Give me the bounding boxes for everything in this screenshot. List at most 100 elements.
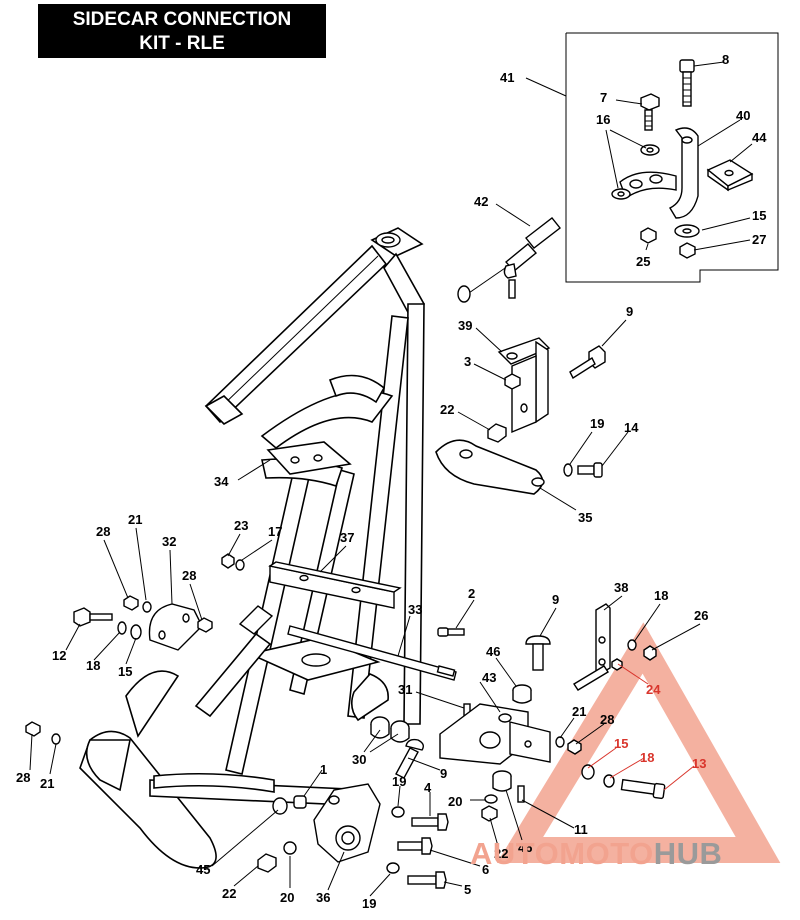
callout-26: 26 bbox=[694, 608, 708, 623]
nut-28-left bbox=[123, 595, 139, 611]
callout-21-left: 21 bbox=[128, 512, 142, 527]
callout-15-right: 15 bbox=[614, 736, 628, 751]
callout-31: 31 bbox=[398, 682, 412, 697]
washer-15-right bbox=[581, 764, 595, 780]
callout-4: 4 bbox=[424, 780, 432, 795]
washer-19-upper bbox=[563, 463, 573, 477]
callout-28-far-left: 28 bbox=[16, 770, 30, 785]
diagram-title: SIDECAR CONNECTION KIT - RLE bbox=[38, 4, 326, 58]
callout-6: 6 bbox=[482, 862, 489, 877]
leader-lines bbox=[29, 61, 753, 897]
callout-11: 11 bbox=[574, 822, 588, 837]
callout-28-right: 28 bbox=[600, 712, 614, 727]
callout-32: 32 bbox=[162, 534, 176, 549]
nut-28-far-left bbox=[25, 721, 41, 737]
washer-17 bbox=[235, 559, 245, 571]
nut-24 bbox=[611, 658, 623, 671]
title-line-1: SIDECAR CONNECTION bbox=[72, 9, 292, 30]
callout-36: 36 bbox=[316, 890, 330, 905]
bracket-plate-41 bbox=[619, 171, 677, 200]
callout-15-left: 15 bbox=[118, 664, 132, 679]
nut-27 bbox=[679, 242, 696, 259]
title-line-2: KIT - RLE bbox=[139, 33, 225, 54]
nut-22-right bbox=[481, 805, 498, 822]
bolt-14 bbox=[577, 462, 603, 478]
callout-44: 44 bbox=[752, 130, 767, 145]
plate-44 bbox=[706, 159, 754, 192]
callout-46-lower: 46 bbox=[518, 840, 532, 855]
callout-42: 42 bbox=[474, 194, 488, 209]
callout-46-upper: 46 bbox=[486, 644, 500, 659]
nut-3 bbox=[504, 373, 521, 390]
callout-41: 41 bbox=[500, 70, 514, 85]
callout-16: 16 bbox=[596, 112, 610, 127]
washer-20-lower bbox=[283, 841, 297, 855]
callout-39: 39 bbox=[458, 318, 472, 333]
callout-8: 8 bbox=[722, 52, 729, 67]
washer-21-far-left bbox=[51, 733, 61, 745]
callout-20-lower: 20 bbox=[280, 890, 294, 905]
washer-18-right-upper bbox=[627, 639, 637, 651]
nut-23 bbox=[221, 553, 235, 569]
callout-18-upper: 18 bbox=[654, 588, 668, 603]
callout-34: 34 bbox=[214, 474, 229, 489]
bracket-36 bbox=[313, 783, 381, 863]
callout-9-upper: 9 bbox=[626, 304, 633, 319]
cross-bar-37 bbox=[268, 561, 402, 609]
watermark-text-accent: AUTOMOTO bbox=[470, 836, 654, 871]
callout-40: 40 bbox=[736, 108, 750, 123]
callout-35: 35 bbox=[578, 510, 592, 525]
bolt-12 bbox=[73, 607, 113, 627]
callout-19-lower: 19 bbox=[362, 896, 376, 911]
callout-22-right: 22 bbox=[494, 846, 508, 861]
washer-19-lower bbox=[386, 862, 400, 874]
washer-20-right bbox=[484, 794, 498, 804]
callout-33: 33 bbox=[408, 602, 422, 617]
bolt-13 bbox=[620, 778, 666, 800]
washer-18-left bbox=[117, 621, 127, 635]
callout-28-left: 28 bbox=[96, 524, 110, 539]
callout-43: 43 bbox=[482, 670, 496, 685]
washer-19-lower-mid bbox=[391, 806, 405, 818]
nut-22-upper bbox=[487, 423, 507, 443]
callout-19-upper: 19 bbox=[590, 416, 604, 431]
callout-22-lower: 22 bbox=[222, 886, 236, 901]
callout-7: 7 bbox=[600, 90, 607, 105]
nut-28-mid bbox=[197, 617, 213, 633]
callout-1: 1 bbox=[320, 762, 327, 777]
bolt-5 bbox=[407, 871, 447, 889]
bracket-40 bbox=[669, 127, 699, 219]
mount-43 bbox=[439, 703, 551, 765]
bolt-9-upper bbox=[569, 345, 606, 380]
callout-numbers: 41 8 7 40 16 44 42 15 27 25 39 9 3 22 19… bbox=[16, 52, 767, 911]
callout-25: 25 bbox=[636, 254, 650, 269]
watermark-text-gray: HUB bbox=[653, 836, 723, 871]
washer-16 bbox=[611, 144, 660, 200]
nut-28-right bbox=[567, 739, 582, 755]
spacer-46-upper bbox=[512, 684, 532, 704]
callout-9-lower: 9 bbox=[440, 766, 447, 781]
callout-20-right: 20 bbox=[448, 794, 462, 809]
callout-3: 3 bbox=[464, 354, 471, 369]
bolt-9-mid bbox=[525, 635, 551, 671]
washer-15-inset bbox=[674, 224, 700, 238]
bolt-9-lower bbox=[395, 738, 425, 779]
callout-30: 30 bbox=[352, 752, 366, 767]
callout-21-far-left: 21 bbox=[40, 776, 54, 791]
washer-18-right bbox=[603, 774, 615, 788]
callout-37: 37 bbox=[340, 530, 354, 545]
callout-38: 38 bbox=[614, 580, 628, 595]
callout-14: 14 bbox=[624, 420, 639, 435]
callout-15-inset: 15 bbox=[752, 208, 766, 223]
washer-15-left bbox=[130, 624, 142, 640]
nut-25 bbox=[640, 227, 657, 244]
motorcycle-frame bbox=[79, 227, 545, 869]
bracket-38 bbox=[573, 603, 611, 691]
nut-22-lower bbox=[257, 853, 277, 873]
callout-5: 5 bbox=[464, 882, 471, 897]
bolt-4 bbox=[411, 813, 449, 831]
callout-21-right: 21 bbox=[572, 704, 586, 719]
washer-21-right bbox=[555, 736, 565, 748]
callout-28-mid: 28 bbox=[182, 568, 196, 583]
